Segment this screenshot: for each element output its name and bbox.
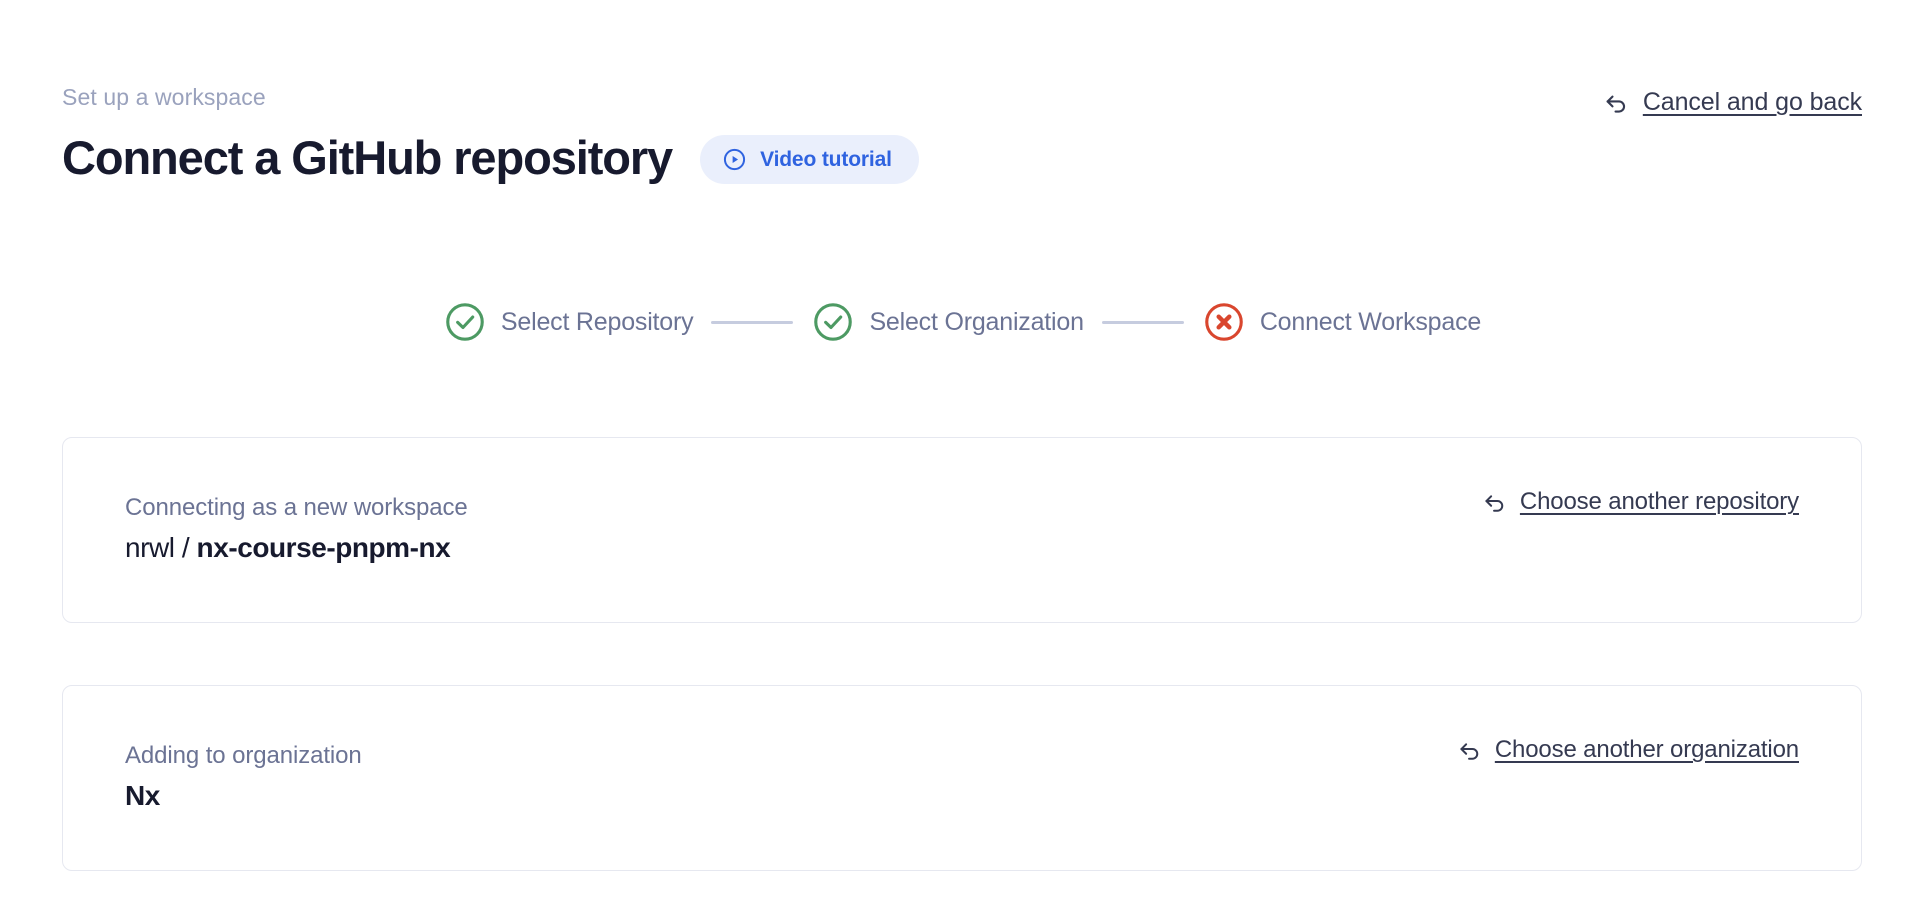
cancel-and-go-back-link[interactable]: Cancel and go back [1602,88,1862,117]
organization-card-text: Adding to organization Nx [125,744,362,812]
choose-another-repository-label: Choose another repository [1519,488,1799,515]
stepper-connector-1 [711,320,794,324]
stepper-label-select-organization: Select Organization [869,307,1084,336]
video-tutorial-label: Video tutorial [760,147,892,171]
x-circle-icon [1202,300,1246,344]
stepper-label-connect-workspace: Connect Workspace [1259,307,1482,336]
choose-another-repository-link[interactable]: Choose another repository [1481,488,1799,516]
breadcrumb-eyebrow: Set up a workspace [62,84,266,110]
play-circle-icon [722,147,747,172]
page-header: Set up a workspace Connect a GitHub repo… [62,86,1862,196]
repository-card-inner: Connecting as a new workspace nrwl / nx-… [63,438,1861,622]
organization-name: Nx [125,780,160,812]
stepper-step-connect-workspace[interactable]: Connect Workspace [1202,300,1481,344]
video-tutorial-button[interactable]: Video tutorial [700,135,919,184]
choose-another-organization-label: Choose another organization [1494,736,1799,763]
stepper-step-select-repository[interactable]: Select Repository [443,300,694,344]
page-title: Connect a GitHub repository [62,130,673,184]
stepper-label-select-repository: Select Repository [500,307,694,336]
repository-card-caption: Connecting as a new workspace [125,494,468,522]
undo-arrow-icon [1481,489,1508,516]
stepper-connector-2 [1101,320,1184,324]
undo-arrow-icon [1602,89,1630,117]
stepper-step-select-organization[interactable]: Select Organization [811,300,1084,344]
undo-arrow-icon [1456,737,1483,764]
check-circle-icon [443,300,487,344]
organization-card: Adding to organization Nx Choose another… [62,685,1862,871]
organization-card-inner: Adding to organization Nx Choose another… [63,686,1861,870]
repository-card: Connecting as a new workspace nrwl / nx-… [62,437,1862,623]
progress-stepper: Select Repository Select Organization Co… [0,300,1924,344]
check-circle-icon [811,300,855,344]
cancel-and-go-back-label: Cancel and go back [1642,88,1862,116]
organization-card-value: Nx [125,780,362,812]
repository-owner: nrwl [125,532,175,564]
title-row: Connect a GitHub repository Video tutori… [62,131,1862,184]
repository-card-text: Connecting as a new workspace nrwl / nx-… [125,496,468,564]
repository-card-value: nrwl / nx-course-pnpm-nx [125,532,468,564]
choose-another-organization-link[interactable]: Choose another organization [1456,736,1799,764]
repository-separator: / [174,532,197,564]
organization-card-caption: Adding to organization [125,742,362,770]
repository-name: nx-course-pnpm-nx [196,532,451,564]
